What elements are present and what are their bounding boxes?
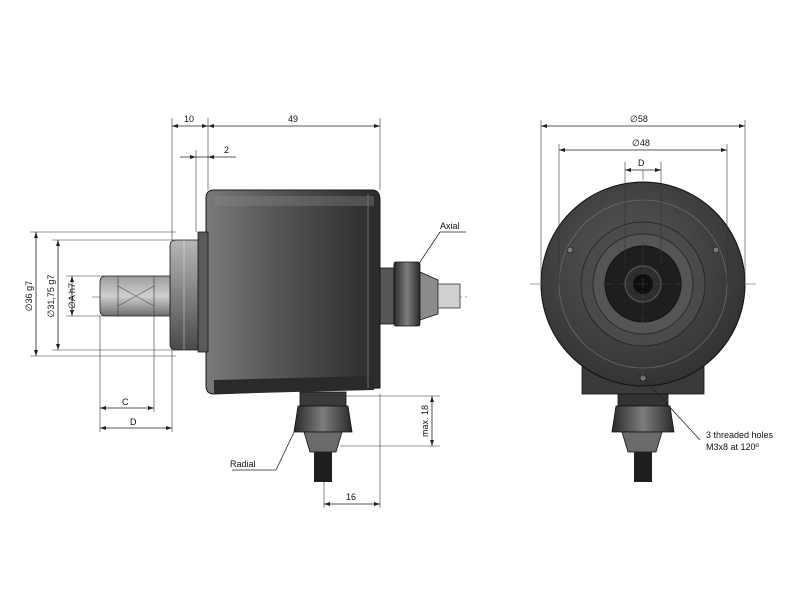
threaded-holes-note-2: M3x8 at 120º (706, 442, 760, 452)
arrowheads (34, 124, 745, 506)
dim-dia58-label: ∅58 (630, 114, 648, 124)
dim-10-label: 10 (184, 114, 194, 124)
dim-dia36-label: ∅36 g7 (24, 281, 34, 311)
dim-2-label: 2 (224, 145, 229, 155)
radial-cable-gland (293, 391, 353, 482)
dim-d-label: D (130, 417, 137, 427)
threaded-hole (566, 246, 574, 254)
dim-c-label: C (122, 397, 129, 407)
dim-front-d-label: D (638, 158, 645, 168)
axial-cable-gland (379, 261, 461, 327)
side-view: 10 49 2 ∅36 g7 ∅31,75 g7 ∅A h7 C D max. … (24, 114, 470, 508)
encoder-flange (169, 231, 209, 353)
threaded-holes-note-1: 3 threaded holes (706, 430, 774, 440)
dim-49-label: 49 (288, 114, 298, 124)
radial-label: Radial (230, 459, 256, 469)
dim-max18-label: max. 18 (420, 405, 430, 437)
dim-dia3175-label: ∅31,75 g7 (46, 275, 56, 318)
dim-dia48-label: ∅48 (632, 138, 650, 148)
threaded-hole (712, 246, 720, 254)
encoder-shaft (99, 275, 171, 317)
front-view: ∅58 ∅48 D 3 threaded holes M3x8 at 120º (530, 114, 774, 482)
encoder-body (205, 189, 381, 395)
axial-label: Axial (440, 221, 460, 231)
front-radial-gland (611, 393, 675, 482)
dim-diaA-label: ∅A h7 (67, 283, 77, 309)
dim-16-label: 16 (346, 492, 356, 502)
